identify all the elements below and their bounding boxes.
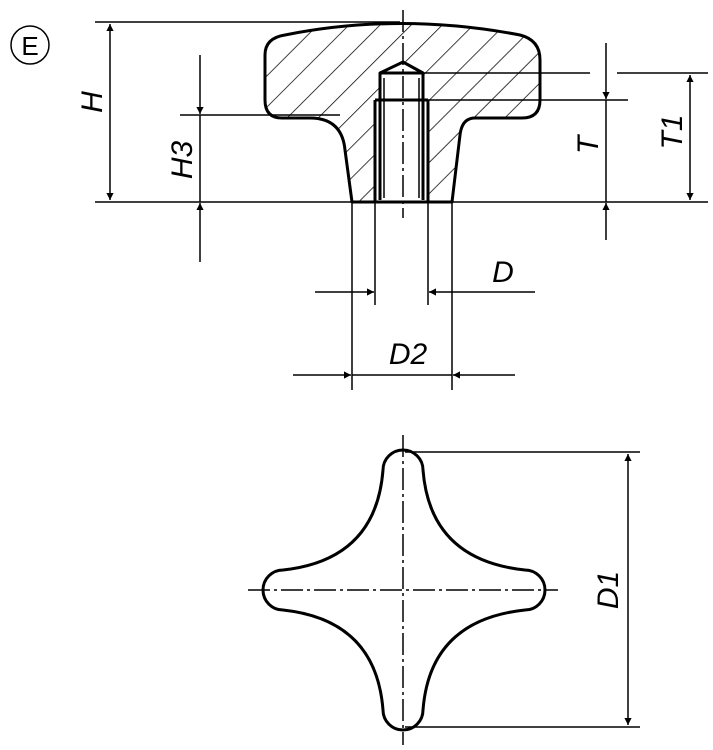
top-view <box>248 435 558 745</box>
dimension-lines <box>106 24 694 725</box>
label-H3: H3 <box>166 141 199 180</box>
label-T1: T1 <box>656 114 689 149</box>
thread-minor-lines <box>383 78 420 198</box>
knob-outline <box>263 22 542 204</box>
variant-mark: E <box>10 25 50 65</box>
extension-lines <box>95 21 708 728</box>
variant-circle <box>10 25 50 65</box>
variant-letter: E <box>21 31 38 61</box>
label-H: H <box>76 91 109 113</box>
label-D1: D1 <box>592 571 625 609</box>
label-D2: D2 <box>389 338 428 371</box>
star-knob-outline <box>261 448 547 732</box>
knob-section-hatched <box>265 23 540 202</box>
label-T: T <box>572 133 605 154</box>
section-view <box>263 10 542 218</box>
threaded-hole <box>373 60 430 202</box>
label-D: D <box>492 256 514 289</box>
